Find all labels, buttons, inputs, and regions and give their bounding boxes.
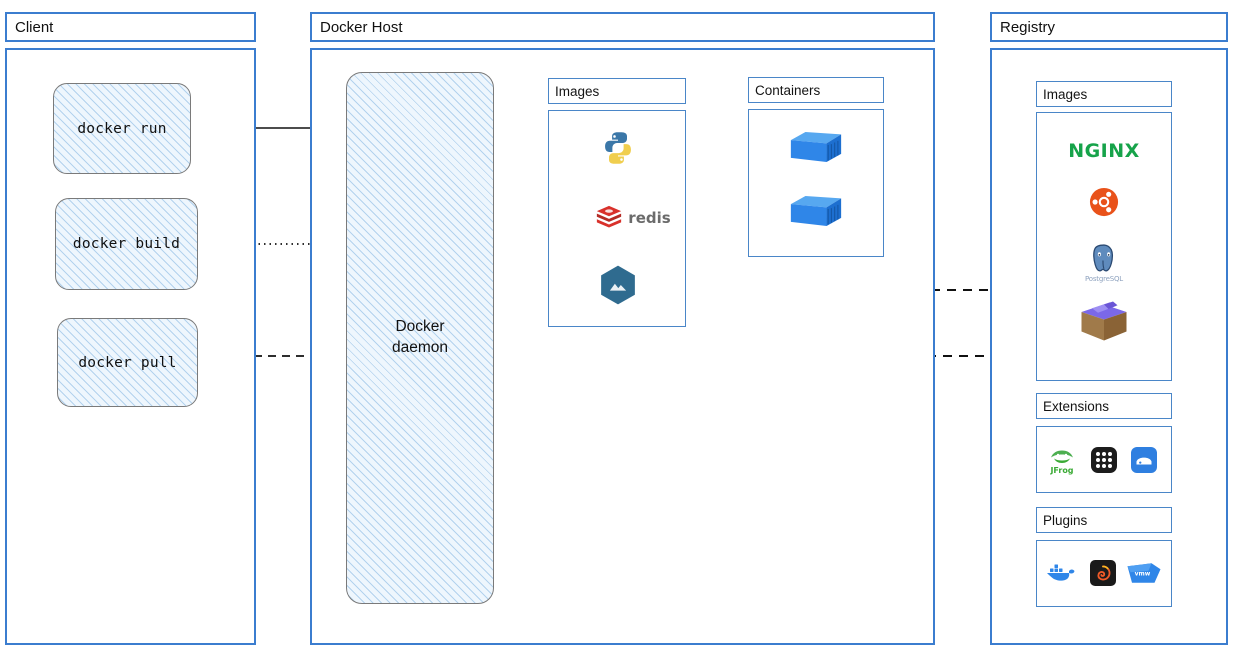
ubuntu-icon	[1088, 186, 1120, 218]
app-grid-icon	[1090, 446, 1118, 474]
container-icon	[785, 190, 847, 236]
registry-images-header: Images	[1036, 81, 1172, 107]
nginx-icon: NGINX	[1062, 138, 1146, 164]
svg-text:vmw: vmw	[1135, 570, 1151, 577]
command-label: docker build	[72, 236, 181, 252]
python-icon	[598, 128, 638, 168]
server-icon	[1130, 446, 1158, 474]
package-box-icon	[1076, 296, 1132, 346]
plugins-header: Plugins	[1036, 507, 1172, 533]
host-images-header-label: Images	[555, 83, 600, 99]
docker-host-header: Docker Host	[310, 12, 935, 42]
alpine-icon	[598, 264, 638, 306]
postgresql-wordmark: PostgreSQL	[1085, 275, 1123, 283]
postgresql-icon: PostgreSQL	[1080, 240, 1128, 286]
client-header: Client	[5, 12, 256, 42]
registry-header: Registry	[990, 12, 1228, 42]
command-label: docker pull	[78, 354, 177, 371]
command-label: docker run	[77, 120, 167, 137]
extensions-header: Extensions	[1036, 393, 1172, 419]
nginx-wordmark: NGINX	[1068, 140, 1140, 162]
docker-host-header-label: Docker Host	[320, 18, 403, 36]
host-images-header: Images	[548, 78, 686, 104]
docker-daemon-label: Docker daemon	[392, 317, 448, 359]
vmware-icon: vmw	[1126, 558, 1162, 588]
docker-whale-icon	[1044, 558, 1078, 588]
containers-header: Containers	[748, 77, 884, 103]
container-icon	[785, 126, 847, 172]
jfrog-wordmark: JFrog	[1050, 465, 1074, 475]
grafana-icon	[1088, 558, 1118, 588]
registry-images-header-label: Images	[1043, 86, 1088, 102]
command-docker-build[interactable]: docker build	[55, 198, 198, 290]
client-header-label: Client	[15, 18, 54, 36]
redis-wordmark: redis	[628, 209, 671, 227]
docker-daemon-line1: Docker	[395, 318, 445, 336]
containers-header-label: Containers	[755, 82, 821, 98]
docker-daemon-box[interactable]: Docker daemon	[346, 72, 494, 604]
docker-daemon-line2: daemon	[391, 339, 448, 356]
command-docker-pull[interactable]: docker pull	[57, 318, 198, 407]
jfrog-icon: JFrog	[1046, 443, 1078, 477]
plugins-header-label: Plugins	[1043, 512, 1088, 528]
extensions-header-label: Extensions	[1043, 398, 1110, 414]
redis-icon: redis	[588, 202, 678, 234]
registry-header-label: Registry	[1000, 18, 1056, 36]
command-docker-run[interactable]: docker run	[53, 83, 191, 174]
